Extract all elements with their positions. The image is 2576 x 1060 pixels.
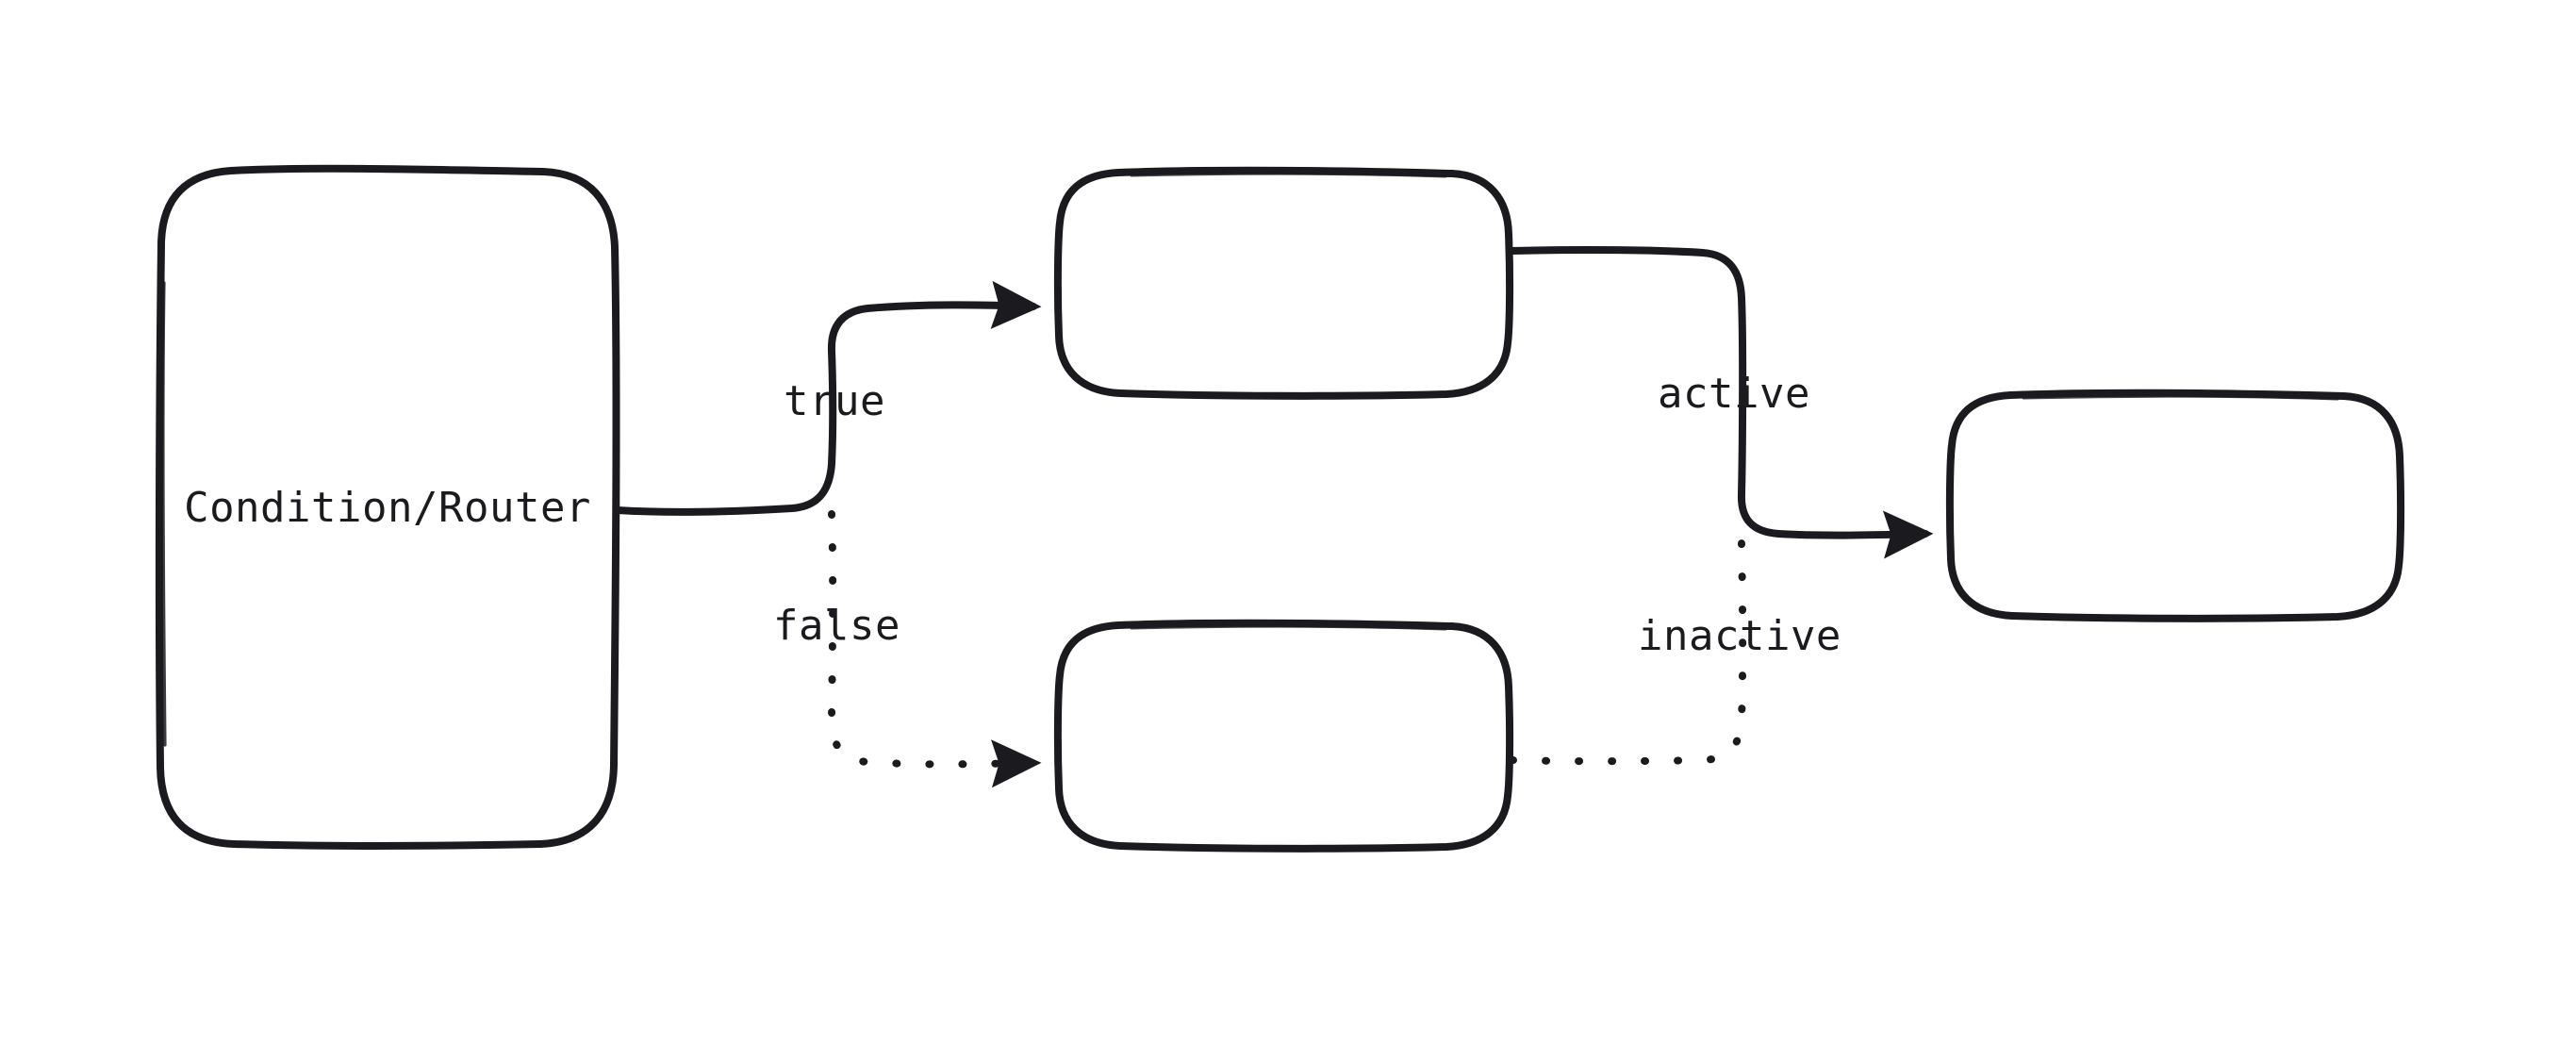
edge-true[interactable] xyxy=(614,280,1042,516)
node-true-branch[interactable] xyxy=(1053,166,1514,400)
edge-label-true: true xyxy=(784,377,885,425)
node-merge-target[interactable] xyxy=(1945,389,2405,622)
edge-active[interactable] xyxy=(1509,245,1934,559)
edge-label-inactive: inactive xyxy=(1638,612,1841,660)
edge-label-false: false xyxy=(773,602,900,650)
edge-label-active: active xyxy=(1658,370,1810,418)
node-false-branch[interactable] xyxy=(1053,619,1514,853)
node-label-condition-router: Condition/Router xyxy=(184,484,591,532)
node-condition-router[interactable] xyxy=(155,164,620,850)
edge-false[interactable] xyxy=(827,510,1042,788)
